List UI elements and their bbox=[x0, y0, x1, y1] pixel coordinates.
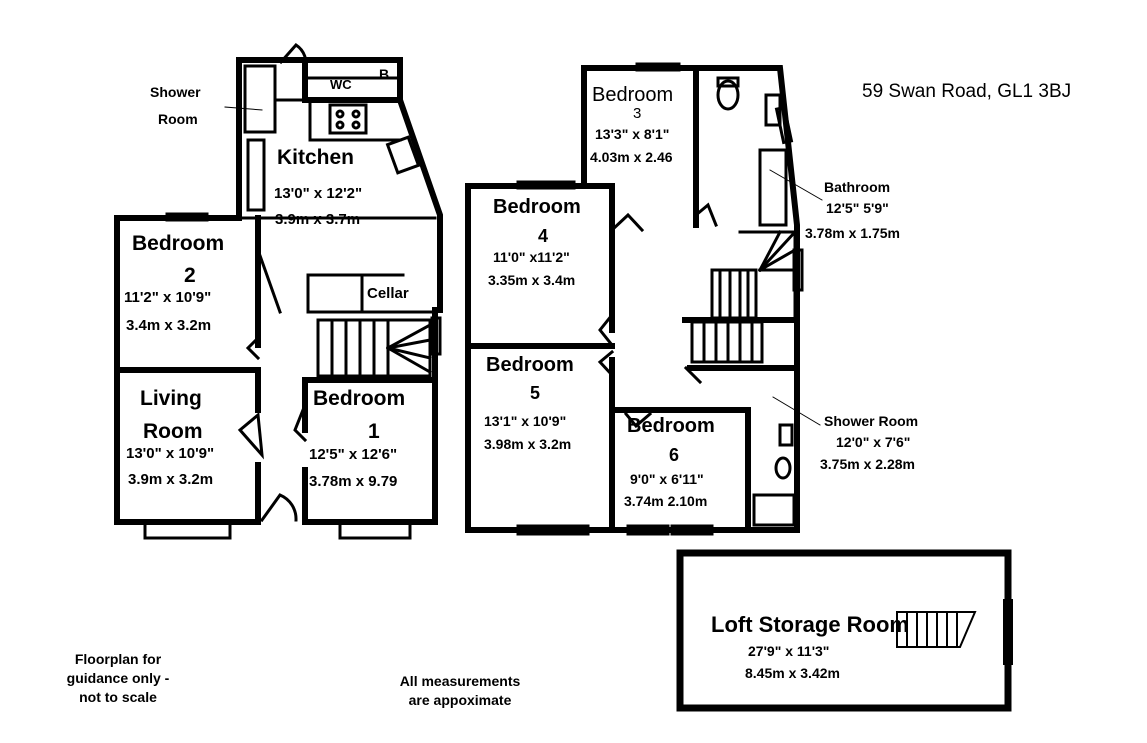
address-label: 59 Swan Road, GL1 3BJ bbox=[862, 81, 1072, 102]
guidance-note: Floorplan for guidance only - not to sca… bbox=[52, 650, 184, 707]
bathroom-metric: 3.78m x 1.75m bbox=[805, 225, 900, 241]
loft-imperial: 27'9" x 11'3" bbox=[748, 643, 830, 659]
first-floor-walls bbox=[465, 65, 800, 533]
bedroom2-imperial: 11'2" x 10'9" bbox=[124, 289, 212, 306]
bedroom1-label-line1: Bedroom bbox=[313, 387, 406, 410]
guidance-note-line2: guidance only - bbox=[66, 669, 170, 686]
bedroom6-label-line2: 6 bbox=[669, 445, 680, 465]
bedroom1-label-line2: 1 bbox=[368, 420, 380, 443]
bedroom3-metric: 4.03m x 2.46 bbox=[590, 149, 673, 165]
bedroom4-label-line1: Bedroom bbox=[493, 196, 581, 218]
bedroom5-label-line2: 5 bbox=[530, 383, 541, 403]
bathroom-imperial: 12'5" 5'9" bbox=[826, 200, 889, 216]
living-room-label-line2: Room bbox=[143, 420, 203, 443]
bedroom5-imperial: 13'1" x 10'9" bbox=[484, 413, 567, 429]
bedroom3-label-line1: Bedroom bbox=[592, 84, 674, 106]
bedroom1-imperial: 12'5" x 12'6" bbox=[309, 446, 398, 463]
bedroom4-metric: 3.35m x 3.4m bbox=[488, 272, 576, 288]
bedroom5-metric: 3.98m x 3.2m bbox=[484, 436, 572, 452]
guidance-note-line3: not to scale bbox=[79, 688, 157, 705]
cellar-label: Cellar bbox=[367, 285, 409, 302]
shower-room-ff-metric: 3.75m x 2.28m bbox=[820, 456, 915, 472]
bedroom2-label-line1: Bedroom bbox=[132, 232, 225, 255]
bedroom3-label-line2: 3 bbox=[633, 105, 642, 122]
bedroom1-metric: 3.78m x 9.79 bbox=[309, 473, 398, 490]
kitchen-label: Kitchen bbox=[277, 146, 355, 169]
guidance-note-line1: Floorplan for bbox=[74, 651, 162, 667]
loft-walls bbox=[676, 549, 1013, 712]
bedroom4-label-line2: 4 bbox=[538, 226, 549, 246]
living-room-metric: 3.9m x 3.2m bbox=[128, 471, 214, 488]
bedroom4-imperial: 11'0" x11'2" bbox=[493, 249, 570, 265]
bedroom2-metric: 3.4m x 3.2m bbox=[126, 317, 212, 334]
loft-metric: 8.45m x 3.42m bbox=[745, 665, 840, 681]
measurements-note: All measurements are appoximate bbox=[370, 672, 550, 710]
ground-floor-walls bbox=[114, 57, 443, 525]
boiler-label: B bbox=[379, 66, 390, 82]
kitchen-imperial: 13'0" x 12'2" bbox=[274, 185, 363, 202]
living-room-imperial: 13'0" x 10'9" bbox=[126, 445, 215, 462]
living-room-label-line1: Living bbox=[140, 387, 202, 410]
measurements-note-line1: All measurements bbox=[399, 673, 521, 689]
shower-room-ff-imperial: 12'0" x 7'6" bbox=[836, 434, 911, 450]
bedroom2-label-line2: 2 bbox=[184, 264, 196, 287]
shower-room-ff-label: Shower Room bbox=[824, 413, 919, 429]
shower-room-label-line1: Shower bbox=[150, 84, 201, 100]
bedroom6-metric: 3.74m 2.10m bbox=[624, 493, 708, 509]
measurements-note-line2: are appoximate bbox=[408, 691, 512, 708]
bedroom6-label-line1: Bedroom bbox=[627, 415, 715, 437]
bedroom6-imperial: 9'0" x 6'11" bbox=[630, 471, 704, 487]
bedroom3-imperial: 13'3" x 8'1" bbox=[595, 126, 670, 142]
loft-label: Loft Storage Room bbox=[711, 612, 909, 637]
wc-label: WC bbox=[330, 77, 352, 92]
kitchen-metric: 3.9m x 3.7m bbox=[275, 211, 361, 228]
bathroom-label: Bathroom bbox=[824, 179, 891, 195]
bedroom5-label-line1: Bedroom bbox=[486, 354, 574, 376]
shower-room-label-line2: Room bbox=[158, 111, 198, 127]
